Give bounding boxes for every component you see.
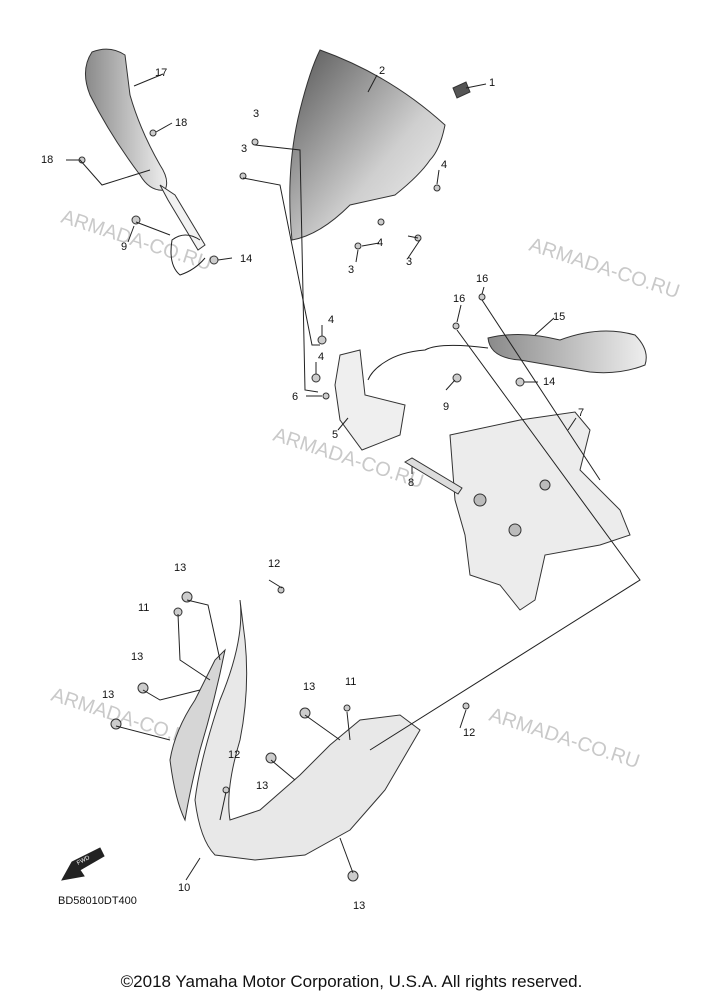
callout-4: 4 xyxy=(377,237,383,249)
callout-3: 3 xyxy=(406,256,412,268)
callout-18: 18 xyxy=(175,117,187,129)
callout-9: 9 xyxy=(443,401,449,413)
copyright-notice: ©2018 Yamaha Motor Corporation, U.S.A. A… xyxy=(120,972,583,991)
callout-3: 3 xyxy=(241,143,247,155)
callout-5: 5 xyxy=(332,429,338,441)
callout-9: 9 xyxy=(121,241,127,253)
callout-4: 4 xyxy=(318,351,324,363)
callout-2: 2 xyxy=(379,65,385,77)
callout-14: 14 xyxy=(543,376,555,388)
diagram-code: BD58010DT400 xyxy=(58,895,137,907)
callout-3: 3 xyxy=(253,108,259,120)
windshield-part xyxy=(289,49,446,241)
front-cowling-part xyxy=(194,599,421,861)
stay-hole xyxy=(508,523,522,537)
right-mirror-part xyxy=(487,330,647,374)
callout-4: 4 xyxy=(441,159,447,171)
callout-11: 11 xyxy=(345,676,356,688)
watermark: ARMADA-CO.RU xyxy=(526,234,682,303)
callout-6: 6 xyxy=(292,391,298,403)
cowling-inner-part xyxy=(169,648,226,822)
fwd-arrow-icon: FWD xyxy=(61,847,105,881)
clip-part xyxy=(452,81,471,99)
callout-8: 8 xyxy=(408,477,414,489)
callout-11: 11 xyxy=(138,602,149,614)
callout-12: 12 xyxy=(463,727,475,739)
callout-1: 1 xyxy=(489,77,495,89)
callout-17: 17 xyxy=(155,67,167,79)
callout-13: 13 xyxy=(256,780,268,792)
leader-lines xyxy=(66,73,641,881)
callout-12: 12 xyxy=(228,749,240,761)
callouts: 1 2 3 3 3 3 4 4 4 4 5 6 7 8 9 9 10 11 11… xyxy=(41,65,584,912)
right-wire-part xyxy=(367,344,489,381)
callout-16: 16 xyxy=(453,293,465,305)
bracket-part xyxy=(334,349,406,451)
stay-hole xyxy=(473,493,487,507)
callout-13: 13 xyxy=(303,681,315,693)
callout-12: 12 xyxy=(268,558,280,570)
callout-16: 16 xyxy=(476,273,488,285)
watermark: ARMADA-CO.RU xyxy=(270,424,426,493)
callout-7: 7 xyxy=(578,407,584,419)
callout-13: 13 xyxy=(131,651,143,663)
callout-10: 10 xyxy=(178,882,190,894)
left-wire-part xyxy=(170,234,206,276)
stay-hole xyxy=(539,479,551,491)
callout-13: 13 xyxy=(102,689,114,701)
parts-diagram: ARMADA-CO.RU ARMADA-CO.RU ARMADA-CO.RU A… xyxy=(41,48,682,912)
left-mirror-stay-part xyxy=(159,184,206,251)
callout-18: 18 xyxy=(41,154,53,166)
callout-3: 3 xyxy=(348,264,354,276)
bolt-part xyxy=(404,457,463,495)
stay-part xyxy=(449,411,631,611)
callout-14: 14 xyxy=(240,253,252,265)
callout-13: 13 xyxy=(353,900,365,912)
callout-13: 13 xyxy=(174,562,186,574)
callout-4: 4 xyxy=(328,314,334,326)
callout-15: 15 xyxy=(553,311,565,323)
watermark: ARMADA-CO.RU xyxy=(486,704,642,773)
